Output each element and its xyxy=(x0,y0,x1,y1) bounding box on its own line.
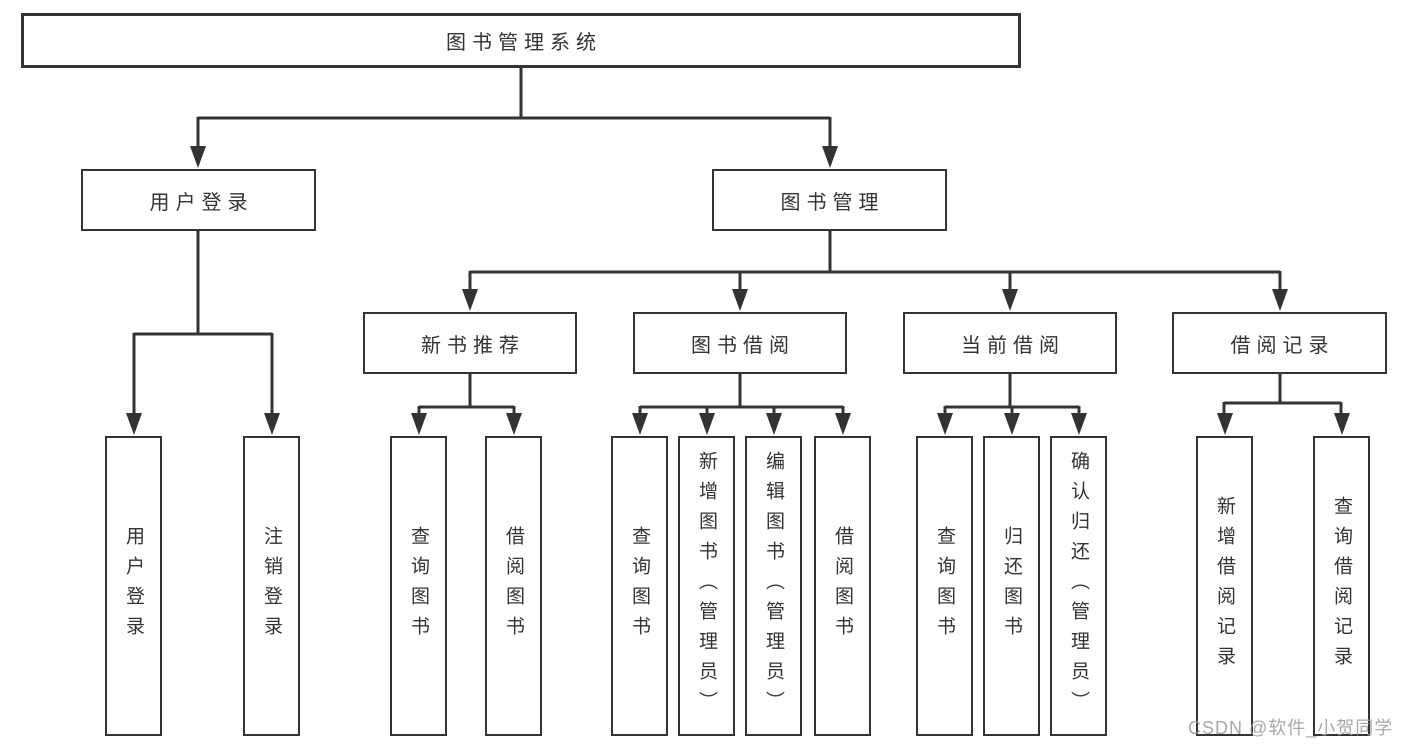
leaf-confirm-return-admin: 确认归还（管理员） xyxy=(1050,436,1107,736)
leaf-logout: 注销登录 xyxy=(243,436,300,736)
leaf-add-book-admin-label: 新增图书（管理员） xyxy=(696,451,717,721)
node-book-management: 图书管理 xyxy=(712,169,947,231)
leaf-add-borrow-record-label: 新增借阅记录 xyxy=(1214,496,1235,676)
leaf-query-books-current: 查询图书 xyxy=(916,436,973,736)
leaf-logout-label: 注销登录 xyxy=(261,526,282,646)
leaf-query-books-borrowing-label: 查询图书 xyxy=(629,526,650,646)
leaf-borrow-books-recommend-label: 借阅图书 xyxy=(503,526,524,646)
node-current-borrowing-label: 当前借阅 xyxy=(961,334,1065,357)
leaf-query-books-recommend-label: 查询图书 xyxy=(408,526,429,646)
node-root: 图书管理系统 xyxy=(21,13,1021,68)
leaf-edit-book-admin-label: 编辑图书（管理员） xyxy=(763,451,784,721)
node-current-borrowing: 当前借阅 xyxy=(903,312,1117,374)
node-borrowing-records-label: 借阅记录 xyxy=(1230,334,1335,357)
leaf-borrow-books-borrowing-label: 借阅图书 xyxy=(832,526,853,646)
node-book-management-label: 图书管理 xyxy=(780,191,885,214)
node-new-book-recommend-label: 新书推荐 xyxy=(421,334,525,357)
leaf-return-book: 归还图书 xyxy=(983,436,1040,736)
leaf-query-books-current-label: 查询图书 xyxy=(934,526,955,646)
node-user-login: 用户登录 xyxy=(81,169,316,231)
csdn-watermark: CSDN @软件_小贺同学 xyxy=(1188,718,1394,738)
node-borrowing-records: 借阅记录 xyxy=(1172,312,1387,374)
leaf-query-borrow-record-label: 查询借阅记录 xyxy=(1331,496,1352,676)
leaf-add-book-admin: 新增图书（管理员） xyxy=(678,436,735,736)
leaf-edit-book-admin: 编辑图书（管理员） xyxy=(745,436,802,736)
node-root-label: 图书管理系统 xyxy=(446,32,602,54)
leaf-confirm-return-admin-label: 确认归还（管理员） xyxy=(1068,451,1089,721)
node-book-borrowing-label: 图书借阅 xyxy=(691,334,795,357)
leaf-add-borrow-record: 新增借阅记录 xyxy=(1196,436,1253,736)
leaf-user-login: 用户登录 xyxy=(105,436,162,736)
leaf-query-books-recommend: 查询图书 xyxy=(390,436,447,736)
node-user-login-label: 用户登录 xyxy=(149,191,254,214)
arrowhead-icons xyxy=(126,146,1350,435)
leaf-return-book-label: 归还图书 xyxy=(1001,526,1022,646)
leaf-query-books-borrowing: 查询图书 xyxy=(611,436,668,736)
leaf-borrow-books-recommend: 借阅图书 xyxy=(485,436,542,736)
leaf-borrow-books-borrowing: 借阅图书 xyxy=(814,436,871,736)
leaf-user-login-label: 用户登录 xyxy=(123,526,144,646)
leaf-query-borrow-record: 查询借阅记录 xyxy=(1313,436,1370,736)
node-new-book-recommend: 新书推荐 xyxy=(363,312,577,374)
node-book-borrowing: 图书借阅 xyxy=(633,312,847,374)
